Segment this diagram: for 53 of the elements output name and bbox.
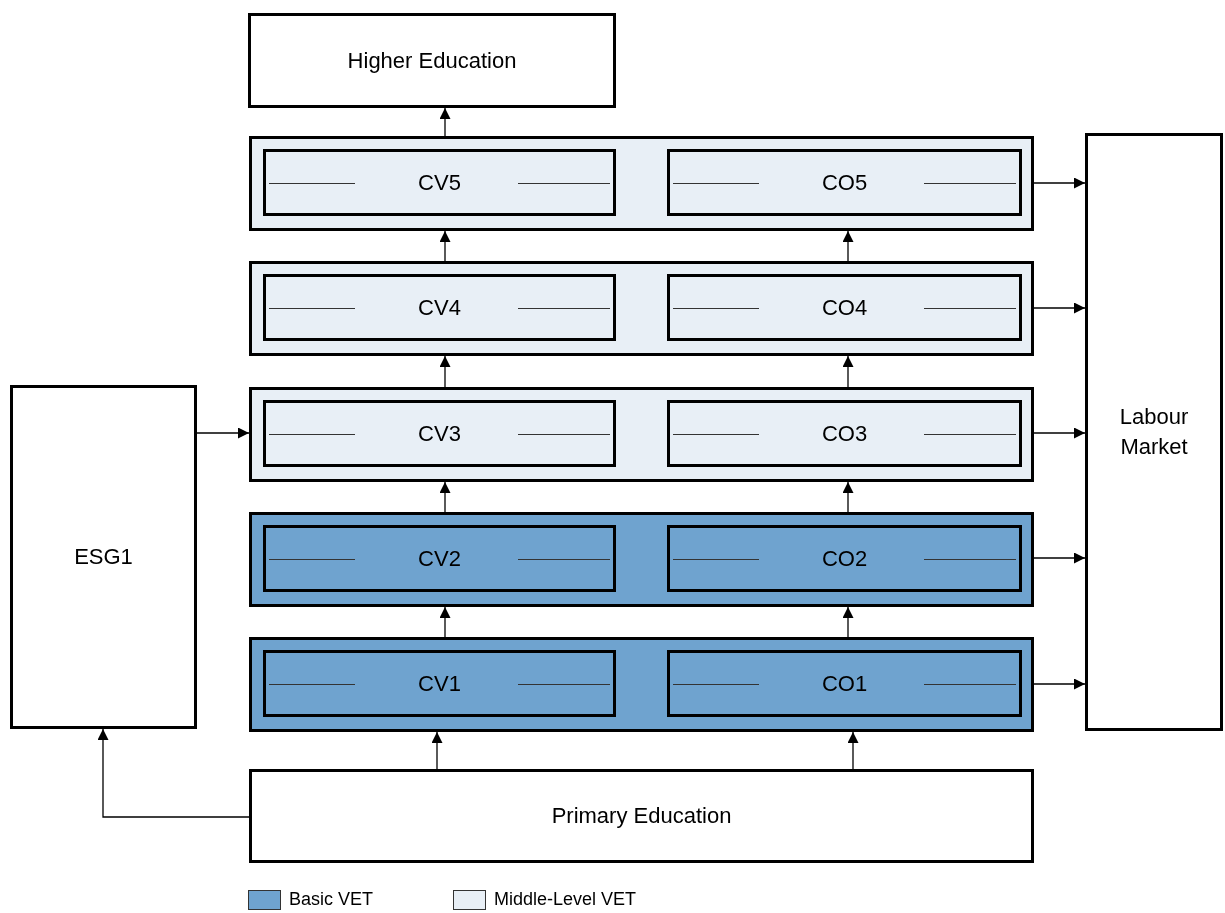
track-box — [263, 525, 616, 592]
level-band — [249, 637, 1034, 732]
process-box — [249, 769, 1034, 863]
node-label: CO5 — [821, 168, 868, 197]
arrow — [842, 606, 854, 638]
node-label: CV2 — [418, 544, 461, 573]
arrow — [439, 481, 451, 513]
track-box — [263, 650, 616, 717]
level-band — [249, 261, 1034, 356]
node-label: CV4 — [418, 293, 461, 322]
arrow — [1033, 177, 1086, 189]
node-label: CO1 — [821, 669, 868, 698]
arrow — [842, 481, 854, 513]
process-box — [1085, 133, 1223, 731]
arrow — [1033, 678, 1086, 690]
track-box — [667, 525, 1022, 592]
arrow — [196, 427, 250, 439]
node-label: CO4 — [821, 293, 868, 322]
arrow — [439, 107, 451, 137]
arrow — [1033, 302, 1086, 314]
node-label: CO2 — [821, 544, 868, 573]
arrow — [431, 731, 443, 770]
arrow — [439, 230, 451, 262]
arrow — [1033, 552, 1086, 564]
level-band — [249, 512, 1034, 607]
track-box — [263, 274, 616, 341]
arrow — [97, 728, 250, 818]
process-box — [248, 13, 616, 108]
legend-label: Basic VET — [289, 889, 374, 910]
track-box — [667, 274, 1022, 341]
node-label: Labour Market — [1118, 403, 1190, 461]
node-label: Higher Education — [347, 46, 517, 75]
arrow — [847, 731, 859, 770]
process-box — [10, 385, 197, 729]
arrow — [842, 355, 854, 388]
track-box — [667, 149, 1022, 216]
arrow — [842, 230, 854, 262]
arrow — [1033, 427, 1086, 439]
node-label: CV3 — [418, 419, 461, 448]
track-box — [263, 400, 616, 467]
arrow — [439, 355, 451, 388]
node-label: Primary Education — [551, 802, 732, 830]
track-box — [667, 400, 1022, 467]
arrow — [439, 606, 451, 638]
track-box — [667, 650, 1022, 717]
track-box — [263, 149, 616, 216]
legend-label: Middle-Level VET — [494, 889, 637, 910]
node-label: CV1 — [418, 669, 461, 698]
node-label: ESG1 — [74, 543, 133, 571]
level-band — [249, 387, 1034, 482]
node-label: CV5 — [418, 168, 461, 197]
node-label: CO3 — [821, 419, 868, 448]
level-band — [249, 136, 1034, 231]
